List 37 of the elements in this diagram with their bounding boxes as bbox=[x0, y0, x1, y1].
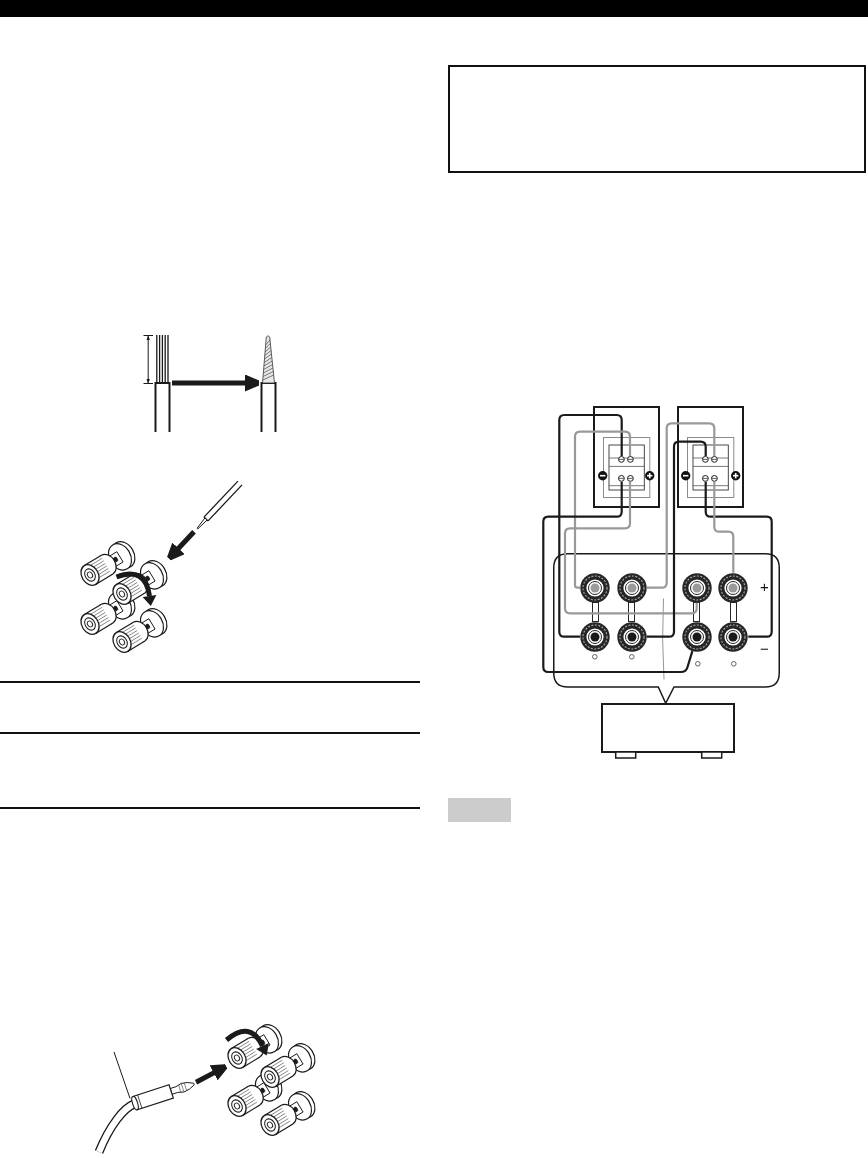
speaker-terminal bbox=[626, 455, 634, 463]
speaker-terminal bbox=[618, 474, 626, 482]
speaker-wire bbox=[558, 413, 623, 638]
terminal-post bbox=[718, 572, 749, 603]
speaker-box bbox=[593, 406, 660, 508]
terminal-post bbox=[616, 572, 647, 603]
leader-line bbox=[113, 1051, 131, 1099]
speaker-wire bbox=[704, 481, 773, 638]
polarity-label: + bbox=[760, 579, 769, 594]
twisted-wire-drawing bbox=[259, 334, 278, 432]
terminal-post bbox=[681, 572, 712, 603]
terminal-post bbox=[681, 621, 712, 652]
binding-posts-drawing bbox=[79, 540, 169, 654]
speaker-wire bbox=[713, 481, 735, 573]
speaker-terminal bbox=[702, 474, 710, 482]
binding-posts-drawing bbox=[226, 1023, 317, 1137]
speaker-box bbox=[677, 406, 744, 508]
speaker-wire bbox=[542, 481, 694, 674]
speaker-terminal bbox=[702, 455, 710, 463]
callout-panel bbox=[553, 553, 780, 704]
speaker-terminal bbox=[710, 455, 718, 463]
polarity-label: − bbox=[760, 641, 769, 656]
speaker-terminal bbox=[710, 474, 718, 482]
speaker-terminal bbox=[626, 474, 634, 482]
wire-end-drawing bbox=[194, 480, 243, 532]
speaker-wire bbox=[646, 422, 716, 589]
terminal-post bbox=[616, 621, 647, 652]
speaker-terminal bbox=[618, 455, 626, 463]
speaker-wire bbox=[573, 430, 632, 589]
terminal-post bbox=[580, 621, 610, 652]
banana-plug-drawing bbox=[130, 1081, 196, 1112]
amplifier-box bbox=[601, 703, 735, 759]
terminal-post bbox=[718, 621, 749, 652]
terminal-post bbox=[580, 572, 610, 603]
speaker-wire bbox=[563, 481, 698, 615]
stripped-wire-drawing bbox=[153, 334, 172, 432]
speaker-wire bbox=[646, 440, 707, 638]
